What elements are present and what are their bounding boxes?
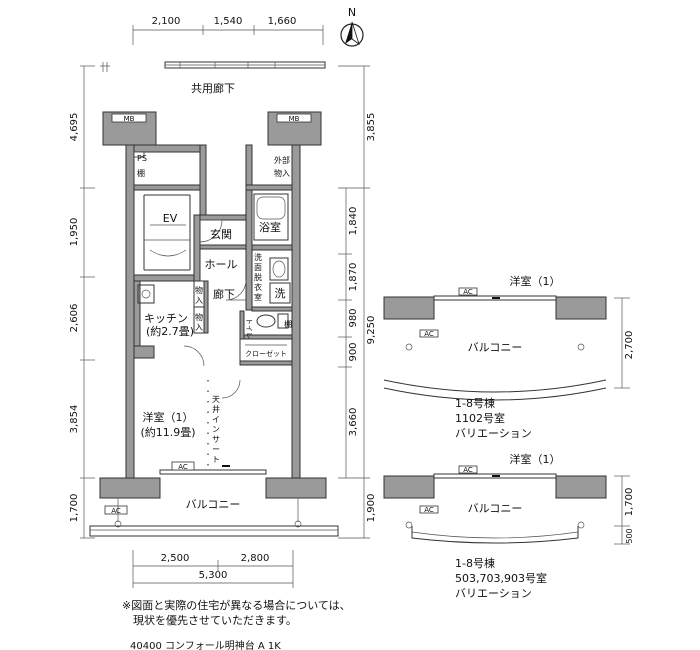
mb-label-left: MB	[124, 115, 135, 123]
dim-bottom-total: 5,300	[199, 570, 228, 581]
dim-left-5: 1,700	[69, 494, 80, 523]
variation-2-room-label: 洋室（1）	[510, 452, 561, 466]
closet-label: クローゼット	[245, 349, 287, 358]
main-plan: MB MB	[89, 111, 339, 537]
washroom-char-3: 脱	[254, 272, 262, 282]
ps-label: PS	[137, 154, 147, 163]
ceiling-insert-3: イ	[212, 415, 220, 424]
dim-right-outer-3: 1,900	[366, 494, 377, 523]
variation-1-balcony-label: バルコニー	[468, 341, 523, 354]
variation-1-ac-label-1: AC	[463, 288, 473, 296]
north-compass-icon: N	[340, 6, 364, 47]
washroom-char-2: 面	[254, 263, 262, 272]
note-line-2: 現状を優先させていただきます。	[133, 613, 297, 627]
variation-2-caption-1: 1-8号棟	[455, 556, 495, 570]
variation-2-ac-label-2: AC	[424, 506, 434, 514]
variation-1-ac-label-2: AC	[424, 330, 434, 338]
entrance-label: 玄関	[210, 227, 232, 241]
dim-top-1: 2,100	[152, 16, 181, 27]
ac-label-main-2: AC	[111, 507, 121, 515]
dim-left-1: 4,695	[69, 113, 80, 142]
variation-2-caption-3: バリエーション	[455, 587, 532, 600]
variation-2-balcony-label: バルコニー	[468, 502, 523, 515]
room-labels: PS 棚 外部 物入 EV 玄関 浴室 ホール 洗 面 脱 衣 室 洗 物 入 …	[111, 154, 292, 515]
dim-left-4: 3,854	[69, 405, 80, 434]
hall-label: ホール	[205, 258, 238, 271]
storage1-char-2: 入	[195, 296, 203, 305]
variation-2-ac-label-1: AC	[463, 466, 473, 474]
corridor-railing	[100, 61, 326, 72]
variation-1-caption-1: 1-8号棟	[455, 396, 495, 410]
ceiling-insert-5: サ	[212, 435, 220, 444]
western-room-label: 洋室（1）	[143, 410, 194, 424]
variation-1-caption-3: バリエーション	[455, 427, 532, 440]
dim-right-outer-2: 9,250	[366, 316, 377, 345]
ev-label: EV	[163, 212, 178, 225]
toilet-label: トイレ	[245, 318, 253, 339]
hallway-label: 廊下	[213, 287, 235, 301]
shelf-label: 棚	[284, 319, 292, 329]
dim-bottom-1: 2,500	[161, 553, 190, 564]
balcony-label-main: バルコニー	[186, 498, 241, 511]
ceiling-insert-2: 井	[212, 404, 220, 414]
dim-right-inner-1: 1,840	[348, 207, 359, 236]
dim-left-2: 1,950	[69, 218, 80, 247]
variation-1-plan: 洋室（1） AC AC バルコニー 2,700 1-8号棟 1102号室 バリエ…	[383, 274, 635, 440]
wash-label: 洗	[275, 287, 286, 300]
outer-storage-label-2: 物入	[274, 168, 290, 178]
outer-storage-label-1: 外部	[274, 155, 290, 165]
dim-right-outer-1: 3,855	[366, 113, 377, 142]
bottom-dimensions: 2,500 2,800 5,300	[132, 550, 294, 588]
western-room-size-label: (約11.9畳)	[140, 425, 195, 439]
variation-2-dim-1: 1,700	[624, 488, 635, 517]
ceiling-insert-6: ー	[212, 445, 220, 454]
dim-top-2: 1,540	[214, 16, 243, 27]
left-dimensions: 4,695 1,950 2,606 3,854 1,700	[69, 65, 95, 539]
storage1-char-1: 物	[195, 285, 203, 295]
dim-right-inner-3: 980	[348, 308, 359, 327]
ac-label-main-1: AC	[178, 463, 188, 471]
kitchen-size-label: (約2.7畳)	[146, 324, 194, 338]
ceiling-insert-1: 天	[212, 395, 220, 404]
dim-top-3: 1,660	[268, 16, 297, 27]
washroom-char-1: 洗	[254, 252, 262, 262]
corridor-label: 共用廊下	[191, 81, 235, 95]
dim-right-inner-4: 900	[348, 342, 359, 361]
variation-2-plan: 洋室（1） AC AC バルコニー 1,700 500 1-8号棟 503,70…	[383, 452, 635, 600]
mb-label-right: MB	[289, 115, 300, 123]
note-line-1: ※図面と実際の住宅が異なる場合については、	[122, 598, 351, 612]
variation-1-dim: 2,700	[624, 331, 635, 360]
storage2-char-2: 入	[195, 323, 203, 332]
washroom-char-4: 衣	[254, 282, 262, 292]
storage2-char-1: 物	[195, 312, 203, 322]
variation-1-room-label: 洋室（1）	[510, 274, 561, 288]
washroom-char-5: 室	[254, 292, 262, 302]
dim-right-inner-2: 1,870	[348, 263, 359, 292]
variation-2-caption-2: 503,703,903号室	[455, 571, 547, 585]
ps-shelf-label: 棚	[137, 168, 145, 178]
compass-label: N	[348, 6, 356, 19]
ceiling-insert-4: ン	[212, 425, 220, 434]
dim-right-inner-5: 3,660	[348, 408, 359, 437]
variation-2-dim-2: 500	[625, 528, 634, 543]
bath-label: 浴室	[259, 220, 281, 234]
kitchen-label: キッチン	[144, 312, 188, 325]
right-dimensions: 3,855 9,250 1,900 1,840 1,870 980 900 3,…	[338, 65, 377, 539]
ceiling-insert-7: ト	[212, 455, 220, 464]
footer-label: 40400 コンフォール明神台 A 1K	[130, 639, 281, 650]
variation-1-caption-2: 1102号室	[455, 411, 505, 425]
top-dimensions: 2,100 1,540 1,660	[132, 16, 324, 45]
dim-bottom-2: 2,800	[241, 553, 270, 564]
dim-left-3: 2,606	[69, 304, 80, 333]
